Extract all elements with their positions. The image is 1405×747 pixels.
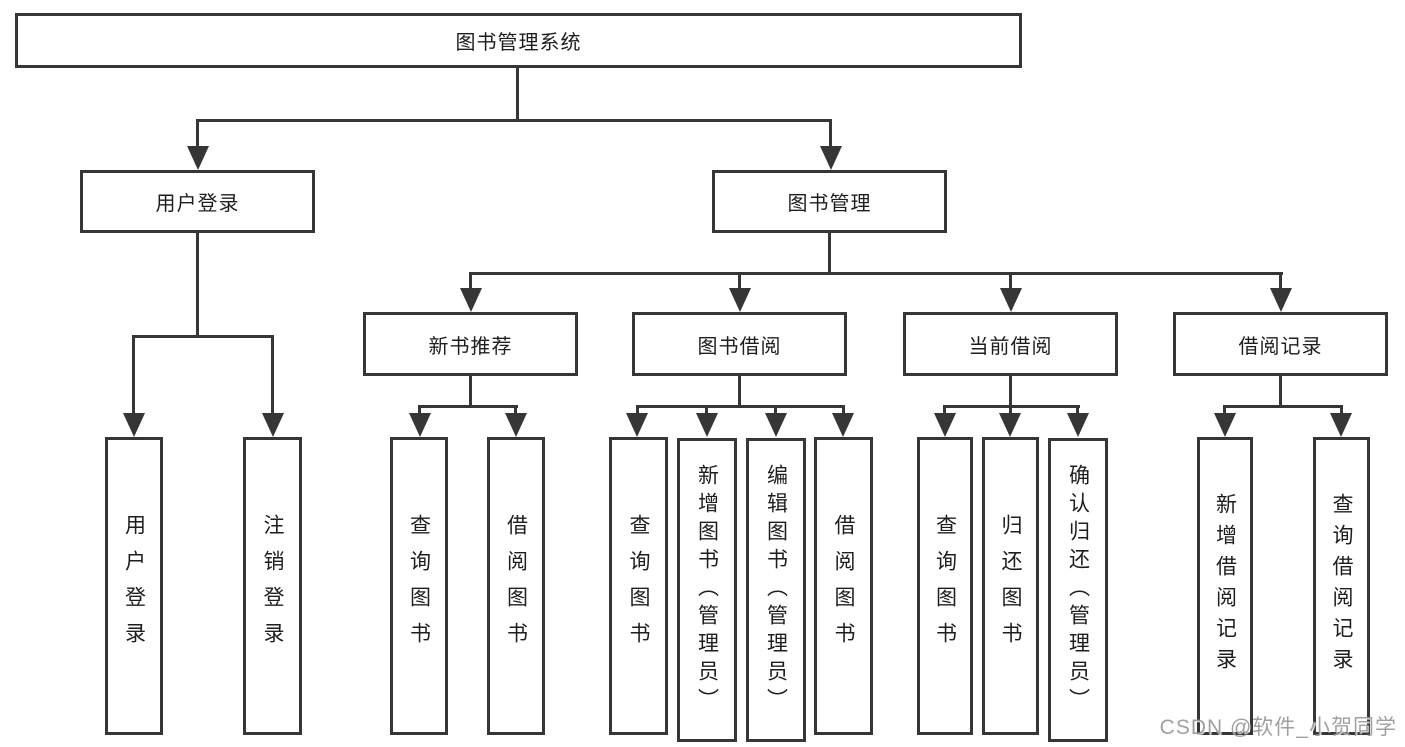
node-borrow-records: 借阅记录 xyxy=(1173,312,1388,376)
arrow-down-icon xyxy=(1330,413,1352,437)
leaf-query-books: 查询图书 xyxy=(390,437,448,735)
arrow-down-icon xyxy=(696,413,718,437)
node-new-book-recommend: 新书推荐 xyxy=(363,312,578,376)
node-label: 图书管理系统 xyxy=(455,32,582,54)
leaf-label: 借阅图书 xyxy=(832,514,855,658)
arrow-down-icon xyxy=(460,288,482,312)
connector-leaf-drop xyxy=(943,405,946,417)
connector-level3-drop xyxy=(738,272,741,292)
leaf-label: 新增借阅记录 xyxy=(1213,493,1237,679)
leaf-label: 借阅图书 xyxy=(504,514,528,658)
node-label: 图书借阅 xyxy=(697,335,782,358)
leaf-query-books: 查询图书 xyxy=(917,437,973,735)
node-book-management: 图书管理 xyxy=(712,170,947,233)
leaf-label: 查询图书 xyxy=(407,514,431,658)
node-user-login: 用户登录 xyxy=(80,170,315,233)
arrow-down-icon xyxy=(409,413,431,437)
connector-user-login-drop xyxy=(196,119,199,150)
connector-leaf-drop xyxy=(418,405,421,417)
leaf-borrow-books: 借阅图书 xyxy=(814,437,873,735)
connector-group-rail xyxy=(418,405,518,408)
arrow-down-icon xyxy=(187,146,209,170)
leaf-add-borrow-record: 新增借阅记录 xyxy=(1197,437,1253,735)
arrow-down-icon xyxy=(765,413,787,437)
connector-root-stem xyxy=(516,68,519,121)
connector-leaf-drop xyxy=(636,405,639,417)
leaf-label: 查询图书 xyxy=(933,514,957,658)
arrow-down-icon xyxy=(999,413,1021,437)
node-label: 新书推荐 xyxy=(428,335,513,358)
connector-level3-drop xyxy=(1009,272,1012,292)
arrow-down-icon xyxy=(1270,288,1292,312)
connector-leaf-drop xyxy=(705,405,708,417)
node-label: 用户登录 xyxy=(155,193,240,215)
connector-leaf-drop xyxy=(842,405,845,417)
leaf-add-books-admin: 新增图书（管理员） xyxy=(677,438,737,742)
connector-level2-rail xyxy=(196,119,832,122)
connector-group-stem xyxy=(1279,376,1282,407)
leaf-label: 确认归还（管理员） xyxy=(1066,464,1090,716)
connector-leaf-drop xyxy=(514,405,517,417)
leaf-label: 查询图书 xyxy=(627,514,650,658)
arrow-down-icon xyxy=(262,413,284,437)
arrow-down-icon xyxy=(505,413,527,437)
connector-leaf-drop xyxy=(1009,405,1012,417)
leaf-user-login: 用户登录 xyxy=(105,437,163,735)
connector-group-stem xyxy=(469,376,472,407)
connector-leaf-drop xyxy=(774,405,777,417)
arrow-down-icon xyxy=(626,413,648,437)
leaf-label: 注销登录 xyxy=(261,514,284,658)
connector-user-login-rail xyxy=(132,335,274,338)
connector-level3-drop xyxy=(1279,272,1282,292)
leaf-label: 新增图书（管理员） xyxy=(695,464,719,716)
watermark: CSDN @软件_小贺同学 xyxy=(1159,716,1397,739)
node-library-system: 图书管理系统 xyxy=(15,13,1022,68)
leaf-borrow-books: 借阅图书 xyxy=(487,437,545,735)
connector-group-rail xyxy=(944,405,1080,408)
connector-level3-rail xyxy=(469,272,1283,275)
connector-book-mgmt-drop xyxy=(829,119,832,150)
connector-group-stem xyxy=(1009,376,1012,407)
leaf-edit-books-admin: 编辑图书（管理员） xyxy=(746,438,806,742)
leaf-label: 用户登录 xyxy=(122,514,146,658)
connector-group-rail xyxy=(1224,405,1343,408)
connector-leaf-drop xyxy=(1223,405,1226,417)
arrow-down-icon xyxy=(1067,413,1089,437)
node-book-borrowing: 图书借阅 xyxy=(632,312,847,376)
arrow-down-icon xyxy=(832,413,854,437)
leaf-label: 查询借阅记录 xyxy=(1330,493,1353,679)
node-label: 当前借阅 xyxy=(968,335,1053,358)
connector-leaf-drop xyxy=(1340,405,1343,417)
connector-group-stem xyxy=(738,376,741,407)
connector-book-mgmt-stem xyxy=(828,233,831,274)
connector-group-rail xyxy=(636,405,845,408)
arrow-down-icon xyxy=(1000,288,1022,312)
leaf-return-books: 归还图书 xyxy=(982,437,1039,735)
arrow-down-icon xyxy=(1214,413,1236,437)
node-label: 图书管理 xyxy=(787,193,872,215)
leaf-query-borrow-record: 查询借阅记录 xyxy=(1313,437,1370,735)
leaf-confirm-return-admin: 确认归还（管理员） xyxy=(1048,438,1108,742)
connector-level3-drop xyxy=(469,272,472,292)
leaf-label: 编辑图书（管理员） xyxy=(764,464,788,716)
arrow-down-icon xyxy=(820,146,842,170)
node-current-borrowing: 当前借阅 xyxy=(903,312,1118,376)
connector-leaf-drop xyxy=(271,335,274,417)
arrow-down-icon xyxy=(934,413,956,437)
arrow-down-icon xyxy=(123,413,145,437)
arrow-down-icon xyxy=(729,288,751,312)
node-label: 借阅记录 xyxy=(1238,335,1323,358)
leaf-query-books: 查询图书 xyxy=(609,437,668,735)
leaf-logout: 注销登录 xyxy=(243,437,302,735)
leaf-label: 归还图书 xyxy=(999,514,1022,658)
connector-user-login-stem xyxy=(196,233,199,337)
connector-leaf-drop xyxy=(132,335,135,417)
connector-leaf-drop xyxy=(1076,405,1079,417)
